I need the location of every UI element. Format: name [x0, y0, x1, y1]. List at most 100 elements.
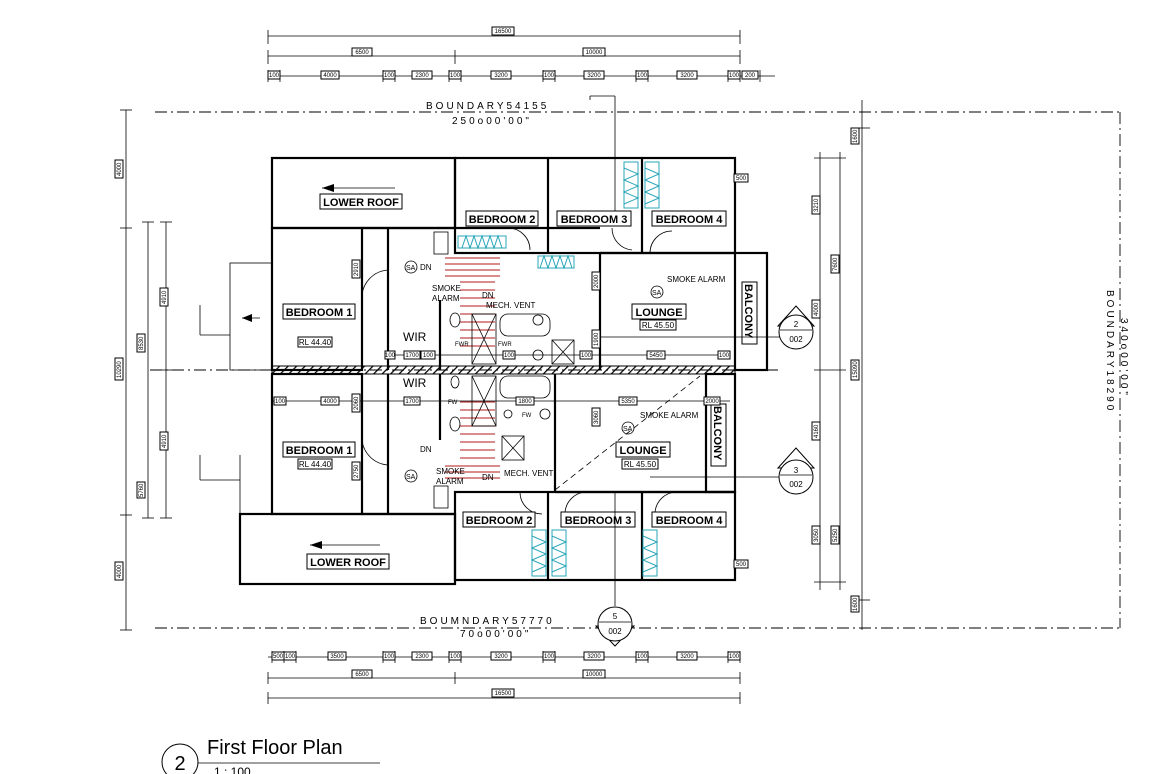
svg-text:002: 002	[608, 627, 622, 636]
svg-text:2: 2	[794, 320, 799, 329]
svg-text:4910: 4910	[162, 290, 168, 304]
wardrobes	[457, 161, 661, 577]
svg-text:2910: 2910	[354, 262, 360, 276]
room-wir-bottom: WIR	[403, 376, 427, 390]
svg-text:100: 100	[269, 73, 280, 79]
svg-text:2060: 2060	[354, 396, 360, 410]
svg-text:4000: 4000	[117, 564, 123, 578]
svg-text:SA: SA	[406, 265, 416, 272]
boundary-bottom-bearing: 70o00'00"	[460, 629, 531, 640]
svg-text:SA: SA	[652, 290, 662, 297]
room-bedroom2-top: BEDROOM 2	[469, 214, 536, 226]
svg-text:100: 100	[729, 73, 740, 79]
site-boundary: BOUNDARY54155 250o00'00" BOUMNDARY57770 …	[155, 95, 1129, 640]
dim-top-6500: 6500	[355, 50, 369, 56]
svg-text:MECH. VENT: MECH. VENT	[504, 469, 553, 478]
svg-text:MECH. VENT: MECH. VENT	[486, 301, 535, 310]
drawing-scale: 1 : 100	[214, 765, 251, 774]
svg-text:2000: 2000	[594, 274, 600, 288]
room-balcony-bottom: BALCONY	[711, 406, 723, 461]
right-dimensions: 1600 3210 7600 4000 15090 4160 3050 5250…	[811, 100, 870, 630]
annotations: SA DN SMOKE ALARM DN MECH. VENT SA SMOKE…	[404, 260, 726, 486]
svg-text:2300: 2300	[415, 654, 429, 660]
svg-text:100: 100	[423, 353, 434, 359]
stairs	[433, 231, 500, 509]
room-wir-top: WIR	[403, 330, 427, 344]
svg-text:002: 002	[789, 480, 803, 489]
svg-text:100: 100	[581, 353, 592, 359]
svg-text:500: 500	[736, 562, 747, 568]
svg-text:500: 500	[273, 654, 284, 660]
room-bedroom3-bottom: BEDROOM 3	[565, 515, 632, 527]
svg-text:3210: 3210	[814, 198, 820, 212]
svg-text:100: 100	[275, 399, 286, 405]
svg-text:1700: 1700	[405, 353, 419, 359]
svg-text:1600: 1600	[853, 129, 859, 143]
svg-text:DN: DN	[420, 263, 432, 272]
svg-text:4910: 4910	[162, 434, 168, 448]
level-lounge-bottom: RL 45.50	[624, 460, 657, 469]
svg-text:4160: 4160	[814, 424, 820, 438]
svg-text:SMOKE: SMOKE	[432, 284, 461, 293]
svg-text:3200: 3200	[587, 73, 601, 79]
svg-text:1800: 1800	[518, 399, 532, 405]
svg-text:002: 002	[789, 335, 803, 344]
svg-text:100: 100	[544, 654, 555, 660]
svg-text:FW: FW	[448, 400, 458, 406]
roof-fall-arrows	[242, 184, 395, 549]
dim-top-overall: 16500	[495, 29, 512, 35]
svg-text:SA: SA	[623, 426, 633, 433]
svg-text:1900: 1900	[594, 332, 600, 346]
svg-text:3050: 3050	[814, 528, 820, 542]
svg-text:4000: 4000	[323, 73, 337, 79]
section-marker-5: 5 002	[594, 492, 636, 647]
drawing-title-text: First Floor Plan	[207, 737, 343, 759]
room-lower-roof-bottom: LOWER ROOF	[310, 557, 386, 569]
svg-text:1600: 1600	[853, 597, 859, 611]
svg-text:100: 100	[384, 73, 395, 79]
svg-text:100: 100	[385, 353, 396, 359]
boundary-top-bearing: 250o00'00"	[452, 116, 532, 127]
svg-text:DN: DN	[482, 473, 494, 482]
svg-text:4000: 4000	[323, 399, 337, 405]
level-bedroom1-bottom: RL 44.40	[299, 460, 332, 469]
svg-text:3: 3	[794, 466, 799, 475]
svg-text:5350: 5350	[621, 399, 635, 405]
svg-text:100: 100	[544, 73, 555, 79]
svg-text:10290: 10290	[117, 361, 123, 378]
svg-text:100: 100	[504, 353, 515, 359]
svg-text:100: 100	[729, 654, 740, 660]
level-lounge-top: RL 45.50	[642, 321, 675, 330]
svg-text:3200: 3200	[494, 73, 508, 79]
svg-text:2300: 2300	[415, 73, 429, 79]
svg-text:8530: 8530	[139, 336, 145, 350]
svg-text:FW: FW	[522, 413, 532, 419]
svg-text:FWR: FWR	[498, 342, 512, 348]
svg-text:100: 100	[450, 654, 461, 660]
svg-text:100: 100	[637, 654, 648, 660]
svg-text:4000: 4000	[117, 162, 123, 176]
boundary-right-label: BOUNDARY18290	[1104, 290, 1115, 413]
svg-text:6500: 6500	[355, 672, 369, 678]
svg-text:100: 100	[384, 654, 395, 660]
room-balcony-top: BALCONY	[742, 284, 754, 339]
svg-text:SMOKE ALARM: SMOKE ALARM	[667, 275, 726, 284]
svg-text:5760: 5760	[139, 483, 145, 497]
section-marker-3: 3 002	[650, 447, 816, 495]
svg-text:3200: 3200	[680, 654, 694, 660]
svg-text:DN: DN	[482, 291, 494, 300]
boundary-top-label: BOUNDARY54155	[426, 101, 549, 112]
room-lounge-bottom: LOUNGE	[619, 445, 666, 457]
top-dimensions: 16500 6500 10000 100 4000 100 2300 100 3…	[267, 26, 775, 82]
svg-text:3200: 3200	[587, 654, 601, 660]
svg-text:SMOKE ALARM: SMOKE ALARM	[640, 411, 699, 420]
svg-text:500: 500	[736, 176, 747, 182]
room-labels: LOWER ROOF LOWER ROOF BEDROOM 2 BEDROOM …	[282, 193, 758, 570]
svg-text:2000: 2000	[705, 399, 719, 405]
svg-text:5450: 5450	[649, 353, 663, 359]
svg-text:3060: 3060	[594, 410, 600, 424]
bottom-dimensions: 500 100 3500 100 2300 100 3200 100 3200 …	[267, 651, 741, 704]
svg-text:ALARM: ALARM	[432, 294, 460, 303]
svg-text:10000: 10000	[586, 672, 603, 678]
room-bedroom3-top: BEDROOM 3	[561, 214, 628, 226]
